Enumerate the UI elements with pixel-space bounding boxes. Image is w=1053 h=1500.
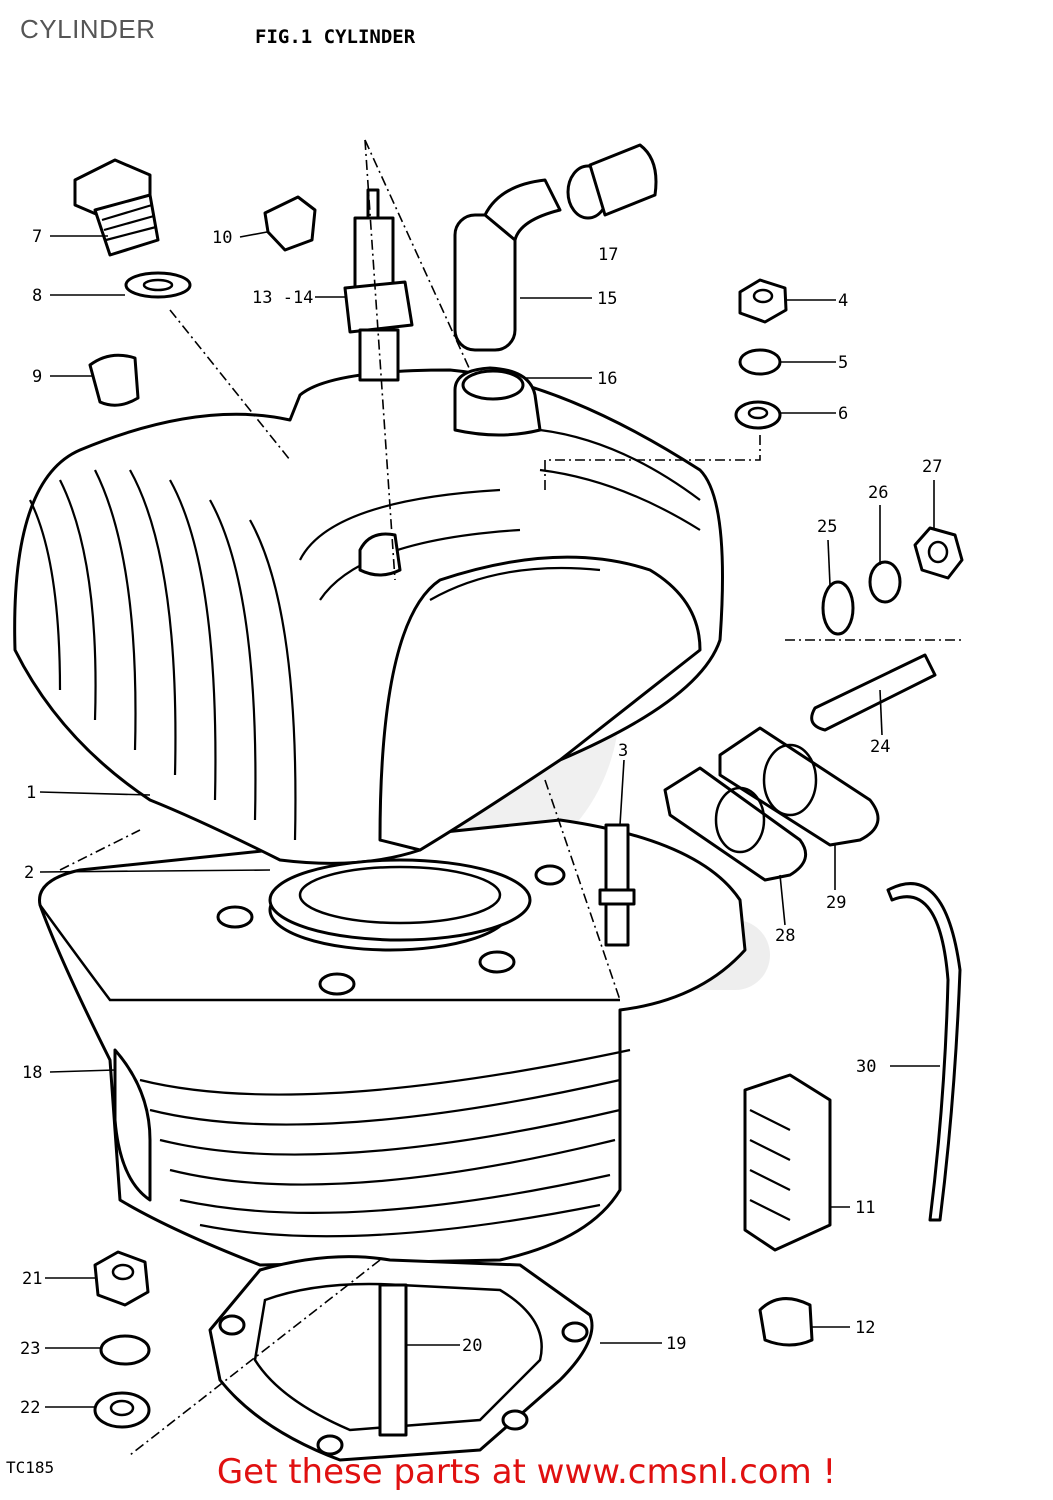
spark-plug[interactable]	[343, 188, 414, 382]
gasket-28[interactable]	[663, 766, 808, 882]
callout-24: 24	[870, 737, 890, 757]
stud-3[interactable]	[598, 823, 636, 947]
callout-19: 19	[666, 1334, 686, 1354]
lock-washer-26[interactable]	[868, 560, 902, 604]
page-title: CYLINDER	[20, 14, 156, 44]
figure-title: FIG.1 CYLINDER	[255, 26, 416, 48]
callout-27: 27	[922, 457, 942, 477]
callout-6: 6	[838, 404, 848, 424]
callout-21: 21	[22, 1269, 42, 1289]
callout-26: 26	[868, 483, 888, 503]
seal-17[interactable]	[566, 143, 658, 220]
callout-28: 28	[775, 926, 795, 946]
hose-30[interactable]	[886, 882, 962, 1222]
callout-3: 3	[618, 741, 628, 761]
callout-15: 15	[597, 289, 617, 309]
washer-22[interactable]	[93, 1391, 151, 1429]
washer-8[interactable]	[124, 271, 192, 299]
footer-parts-link[interactable]: Get these parts at www.cmsnl.com !	[216, 1452, 837, 1492]
stud-24[interactable]	[810, 653, 937, 732]
plug-cap-15[interactable]	[453, 178, 562, 352]
nut-4[interactable]	[738, 278, 788, 324]
callout-20: 20	[462, 1336, 482, 1356]
damper-11[interactable]	[743, 1073, 832, 1252]
callout-30: 30	[856, 1057, 876, 1077]
callout-labels: 1 2 3 4 5 6 7 8 9 10 11 12 13 -14 15 16 …	[20, 227, 942, 1418]
nut-27[interactable]	[913, 526, 964, 580]
callout-29: 29	[826, 893, 846, 913]
callout-10: 10	[212, 228, 232, 248]
callout-2: 2	[24, 863, 34, 883]
stud-20[interactable]	[378, 1283, 408, 1437]
callout-17: 17	[598, 245, 618, 265]
leader-lines	[39, 231, 940, 1408]
callout-5: 5	[838, 353, 848, 373]
callout-23: 23	[20, 1339, 40, 1359]
insulator-29[interactable]	[718, 726, 880, 847]
cap-12[interactable]	[758, 1297, 814, 1347]
callout-4: 4	[838, 291, 848, 311]
callout-8: 8	[32, 286, 42, 306]
drain-plug-bolt[interactable]	[73, 158, 160, 257]
callout-9: 9	[32, 367, 42, 387]
callout-13-14: 13 -14	[252, 288, 313, 308]
washer-6[interactable]	[734, 400, 782, 430]
cap-9[interactable]	[88, 353, 140, 407]
nut-21[interactable]	[93, 1250, 150, 1307]
callout-11: 11	[855, 1198, 875, 1218]
callout-25: 25	[817, 517, 837, 537]
callout-12: 12	[855, 1318, 875, 1338]
callout-1: 1	[26, 783, 36, 803]
head-gasket[interactable]	[268, 858, 532, 942]
assembly-lines	[59, 139, 965, 1456]
cylinder-head[interactable]	[13, 366, 724, 865]
cap-10[interactable]	[263, 195, 317, 252]
callout-18: 18	[22, 1063, 42, 1083]
figure-code: TC185	[6, 1458, 55, 1477]
lock-washer-5[interactable]	[738, 348, 782, 376]
callout-7: 7	[32, 227, 42, 247]
washer-25[interactable]	[821, 580, 855, 636]
lock-washer-23[interactable]	[99, 1334, 151, 1366]
callout-22: 22	[20, 1398, 40, 1418]
callout-16: 16	[597, 369, 617, 389]
